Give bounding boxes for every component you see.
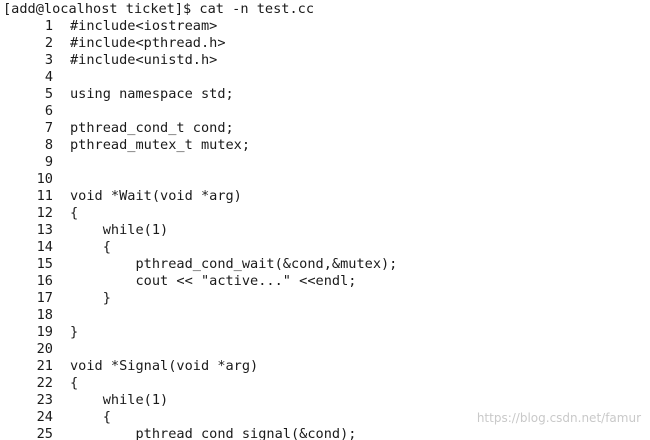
line-number: 24 <box>36 409 53 425</box>
code-line: 8 pthread_mutex_t mutex; <box>0 137 650 154</box>
code-text: } <box>70 290 111 306</box>
code-text: while(1) <box>70 222 169 238</box>
line-number: 19 <box>36 324 53 340</box>
code-line: 24 { <box>0 409 650 426</box>
shell-prompt-command: [add@localhost ticket]$ cat -n test.cc <box>3 1 314 17</box>
line-number: 25 <box>36 426 53 440</box>
code-text: { <box>70 239 111 255</box>
line-number: 11 <box>36 188 53 204</box>
code-text: { <box>70 375 79 391</box>
line-number: 14 <box>36 239 53 255</box>
line-number: 20 <box>36 341 53 357</box>
code-line: 6 <box>0 103 650 120</box>
code-line: 5 using namespace std; <box>0 86 650 103</box>
code-line: 23 while(1) <box>0 392 650 409</box>
line-number: 17 <box>36 290 53 306</box>
line-number: 13 <box>36 222 53 238</box>
code-text: #include<unistd.h> <box>70 52 218 68</box>
code-text: using namespace std; <box>70 86 234 102</box>
line-number: 21 <box>36 358 53 374</box>
code-line: 12 { <box>0 205 650 222</box>
code-text: #include<pthread.h> <box>70 35 226 51</box>
code-text: pthread_mutex_t mutex; <box>70 137 251 153</box>
code-line: 18 <box>0 307 650 324</box>
line-number: 10 <box>36 171 53 187</box>
line-number: 5 <box>44 86 53 102</box>
code-text: pthread_cond_signal(&cond); <box>70 426 357 440</box>
code-line: 3 #include<unistd.h> <box>0 52 650 69</box>
code-text: void *Signal(void *arg) <box>70 358 259 374</box>
line-number: 16 <box>36 273 53 289</box>
code-line: 10 <box>0 171 650 188</box>
code-line: 14 { <box>0 239 650 256</box>
code-line: 17 } <box>0 290 650 307</box>
code-text: pthread_cond_t cond; <box>70 120 234 136</box>
line-number: 12 <box>36 205 53 221</box>
code-line: 11 void *Wait(void *arg) <box>0 188 650 205</box>
code-line: 16 cout << "active..." <<endl; <box>0 273 650 290</box>
code-text: void *Wait(void *arg) <box>70 188 242 204</box>
code-text: cout << "active..." <<endl; <box>70 273 357 289</box>
code-line: 25 pthread_cond_signal(&cond); <box>0 426 650 440</box>
code-line: 15 pthread_cond_wait(&cond,&mutex); <box>0 256 650 273</box>
line-number: 15 <box>36 256 53 272</box>
line-number: 18 <box>36 307 53 323</box>
code-text: while(1) <box>70 392 169 408</box>
code-text: pthread_cond_wait(&cond,&mutex); <box>70 256 398 272</box>
line-number: 1 <box>44 18 53 34</box>
code-text: { <box>70 409 111 425</box>
code-line: 2 #include<pthread.h> <box>0 35 650 52</box>
line-number: 23 <box>36 392 53 408</box>
code-line: 20 <box>0 341 650 358</box>
line-number: 2 <box>44 35 53 51</box>
line-number: 9 <box>44 154 53 170</box>
code-line: 21 void *Signal(void *arg) <box>0 358 650 375</box>
code-text: { <box>70 205 79 221</box>
line-number: 6 <box>44 103 53 119</box>
line-number: 8 <box>44 137 53 153</box>
line-number: 7 <box>44 120 53 136</box>
line-number: 4 <box>44 69 53 85</box>
line-number: 3 <box>44 52 53 68</box>
line-number: 22 <box>36 375 53 391</box>
code-line: 9 <box>0 154 650 171</box>
code-text: #include<iostream> <box>70 18 218 34</box>
code-line: 22 { <box>0 375 650 392</box>
code-line: 1 #include<iostream> <box>0 18 650 35</box>
code-line: 19 } <box>0 324 650 341</box>
code-line: 7 pthread_cond_t cond; <box>0 120 650 137</box>
watermark-url: https://blog.csdn.net/famur <box>476 411 641 425</box>
code-line: 4 <box>0 69 650 86</box>
code-text: } <box>70 324 79 340</box>
code-line: 13 while(1) <box>0 222 650 239</box>
